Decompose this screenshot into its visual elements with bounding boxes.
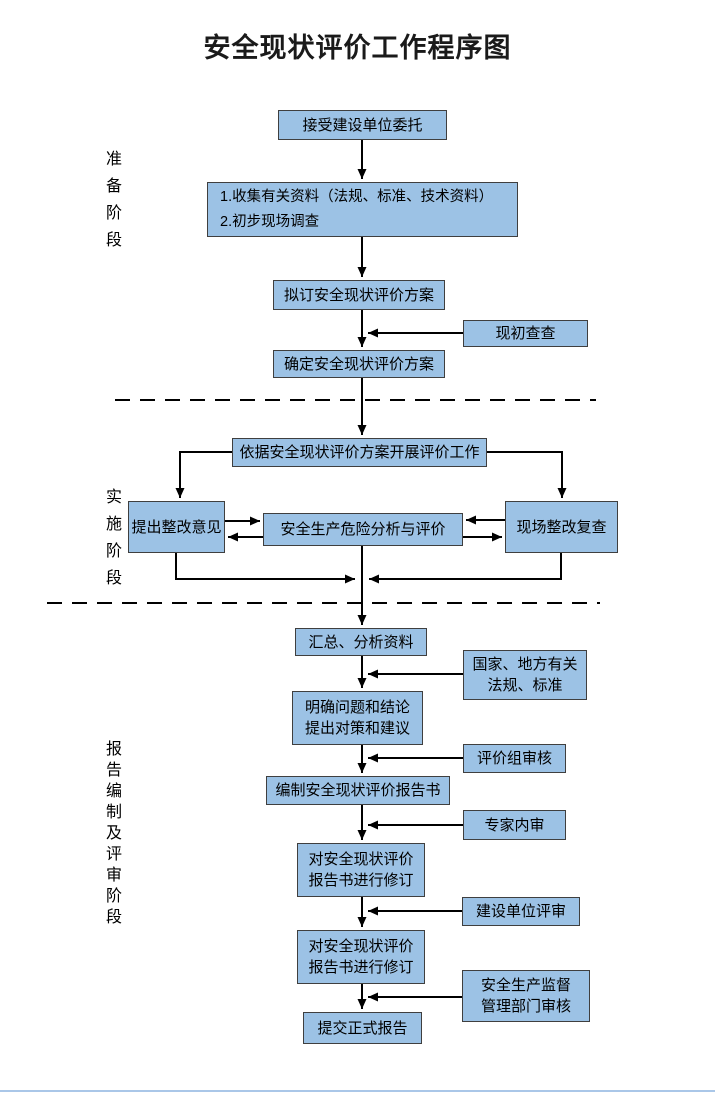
flow-box-revise-report-1: 对安全现状评价 报告书进行修订	[297, 843, 425, 897]
connector-merge-right	[369, 553, 562, 584]
connector-branch-left	[175, 451, 232, 498]
flow-box-revise-report-2: 对安全现状评价 报告书进行修订	[297, 930, 425, 984]
side-box-evaluation-group-review: 评价组审核	[463, 744, 566, 773]
connector-merge-left	[175, 553, 355, 584]
side-box-supervision-dept-review: 安全生产监督 管理部门审核	[462, 970, 590, 1022]
flow-box-propose-rectification: 提出整改意见	[128, 501, 225, 553]
flow-box-accept-commission: 接受建设单位委托	[278, 110, 447, 140]
connector-branch-right	[487, 451, 567, 498]
flow-box-collect-materials: 1.收集有关资料（法规、标准、技术资料） 2.初步现场调查	[207, 182, 518, 237]
flow-box-summarize-data: 汇总、分析资料	[295, 628, 427, 656]
bottom-rule	[0, 1090, 715, 1092]
flow-box-draft-plan: 拟订安全现状评价方案	[273, 280, 445, 310]
page-title: 安全现状评价工作程序图	[203, 33, 512, 63]
side-box-expert-internal-review: 专家内审	[463, 810, 566, 840]
flow-box-site-recheck: 现场整改复查	[505, 501, 618, 553]
flow-box-compile-report: 编制安全现状评价报告书	[266, 776, 450, 805]
side-box-client-review: 建设单位评审	[462, 897, 580, 926]
flow-box-hazard-analysis: 安全生产危险分析与评价	[263, 513, 463, 546]
flow-box-submit-report: 提交正式报告	[303, 1012, 422, 1044]
stage-label-implementation: 实施阶段	[103, 488, 120, 596]
stage-label-report-review: 报告编制及评审阶段	[103, 740, 120, 929]
flow-box-clarify-conclusions: 明确问题和结论 提出对策和建议	[292, 691, 423, 745]
side-box-initial-site-check: 现初查查	[463, 320, 588, 347]
side-box-regulations: 国家、地方有关 法规、标准	[463, 650, 587, 700]
flow-box-confirm-plan: 确定安全现状评价方案	[273, 350, 445, 378]
stage-label-preparation: 准备阶段	[103, 150, 120, 258]
flow-box-carry-out-evaluation: 依据安全现状评价方案开展评价工作	[232, 438, 487, 467]
